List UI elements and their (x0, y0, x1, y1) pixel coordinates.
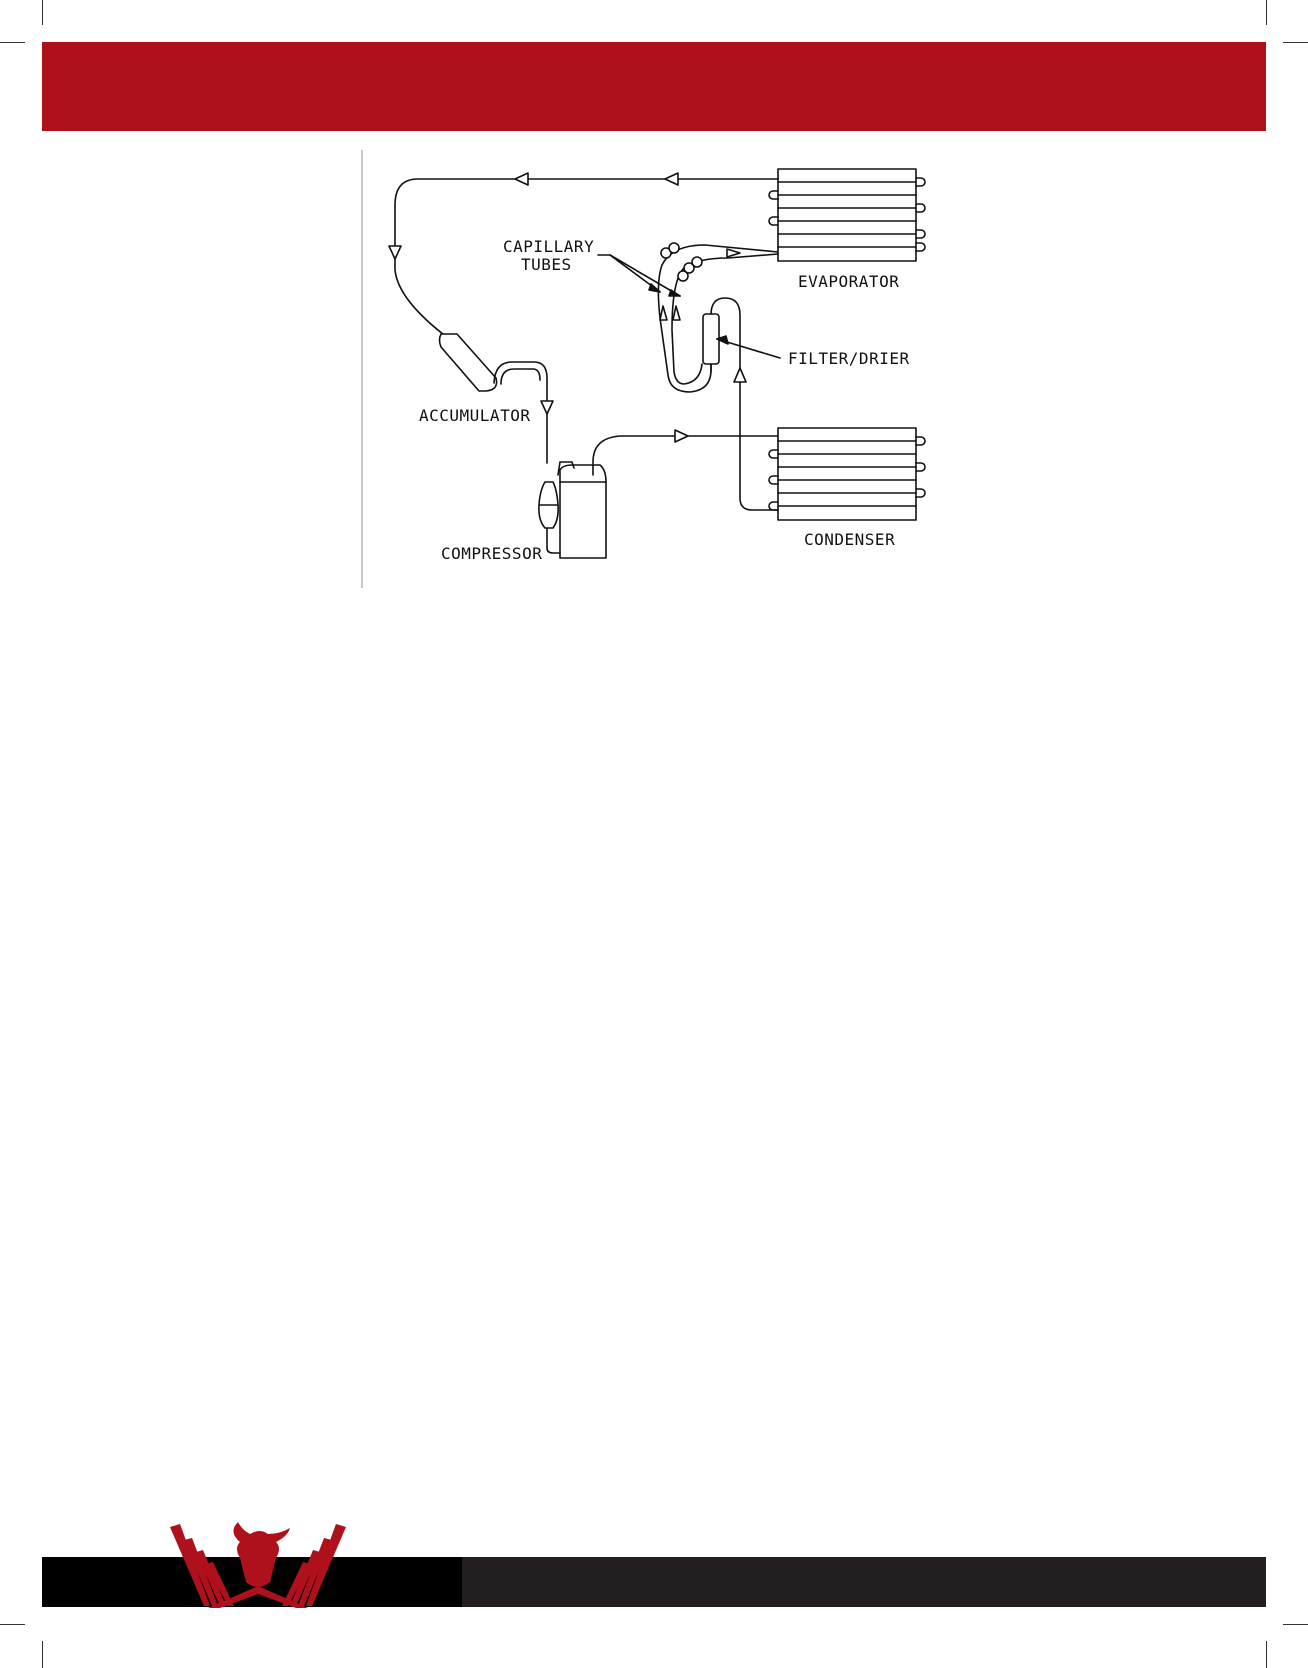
crop-mark (42, 0, 43, 25)
compressor (539, 430, 778, 558)
label-condenser: CONDENSER (804, 530, 895, 549)
capillary-tubes (598, 243, 778, 392)
column-divider (361, 150, 363, 588)
bull-head-wings-logo (168, 1512, 348, 1612)
condenser-coil (769, 428, 925, 520)
crop-mark (42, 1641, 43, 1668)
label-capillary-tubes: CAPILLARY (503, 237, 594, 256)
crop-mark (1266, 1641, 1267, 1668)
accumulator (440, 334, 554, 463)
refrigeration-cycle-diagram: CAPILLARY TUBES EVAPORATOR FILTER/DRIER … (380, 150, 940, 590)
crop-mark (0, 42, 25, 43)
crop-mark (1283, 1624, 1308, 1625)
header-band (42, 42, 1266, 131)
label-accumulator: ACCUMULATOR (419, 406, 530, 425)
crop-mark (1283, 42, 1308, 43)
label-capillary-tubes: TUBES (521, 255, 572, 274)
evaporator-coil (769, 169, 925, 261)
filter-drier (703, 314, 780, 364)
footer-band-right (462, 1557, 1266, 1607)
liquid-line (711, 298, 778, 510)
crop-mark (0, 1624, 25, 1625)
crop-mark (1266, 0, 1267, 25)
label-filter-drier: FILTER/DRIER (788, 349, 910, 368)
label-compressor: COMPRESSOR (441, 544, 542, 563)
label-evaporator: EVAPORATOR (798, 272, 899, 291)
